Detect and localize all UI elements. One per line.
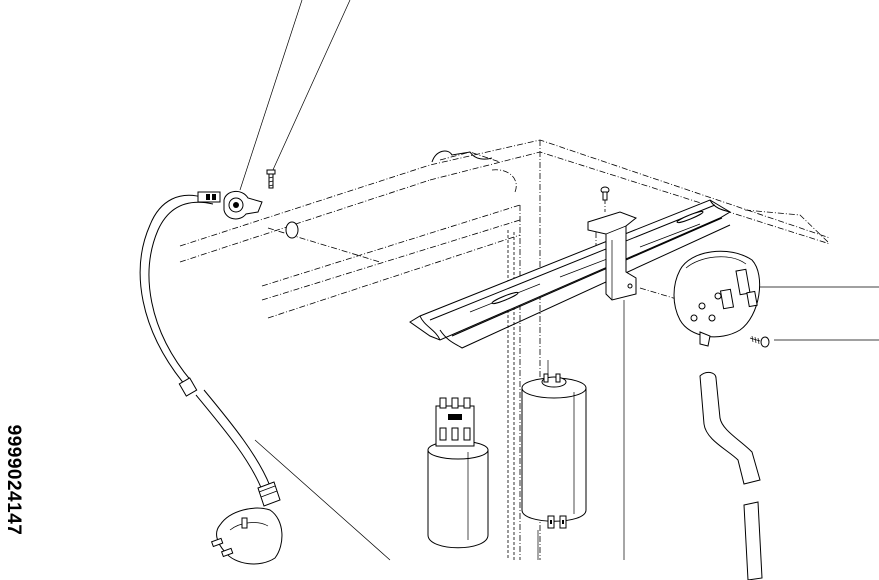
pressure-switch bbox=[673, 250, 761, 347]
pressure-switch-screw bbox=[749, 335, 770, 348]
power-cord-with-plug bbox=[139, 191, 283, 565]
capacitor-small bbox=[427, 397, 489, 549]
pressure-hose bbox=[699, 371, 763, 580]
bracket bbox=[587, 211, 637, 301]
capacitor-large bbox=[521, 373, 587, 529]
cord-strain-relief-clamp bbox=[223, 191, 299, 239]
mounting-rail-channel bbox=[409, 199, 731, 349]
clamp-screw bbox=[266, 169, 276, 189]
part-number-label: 9999024147 bbox=[3, 424, 24, 536]
bracket-screw bbox=[600, 186, 610, 201]
